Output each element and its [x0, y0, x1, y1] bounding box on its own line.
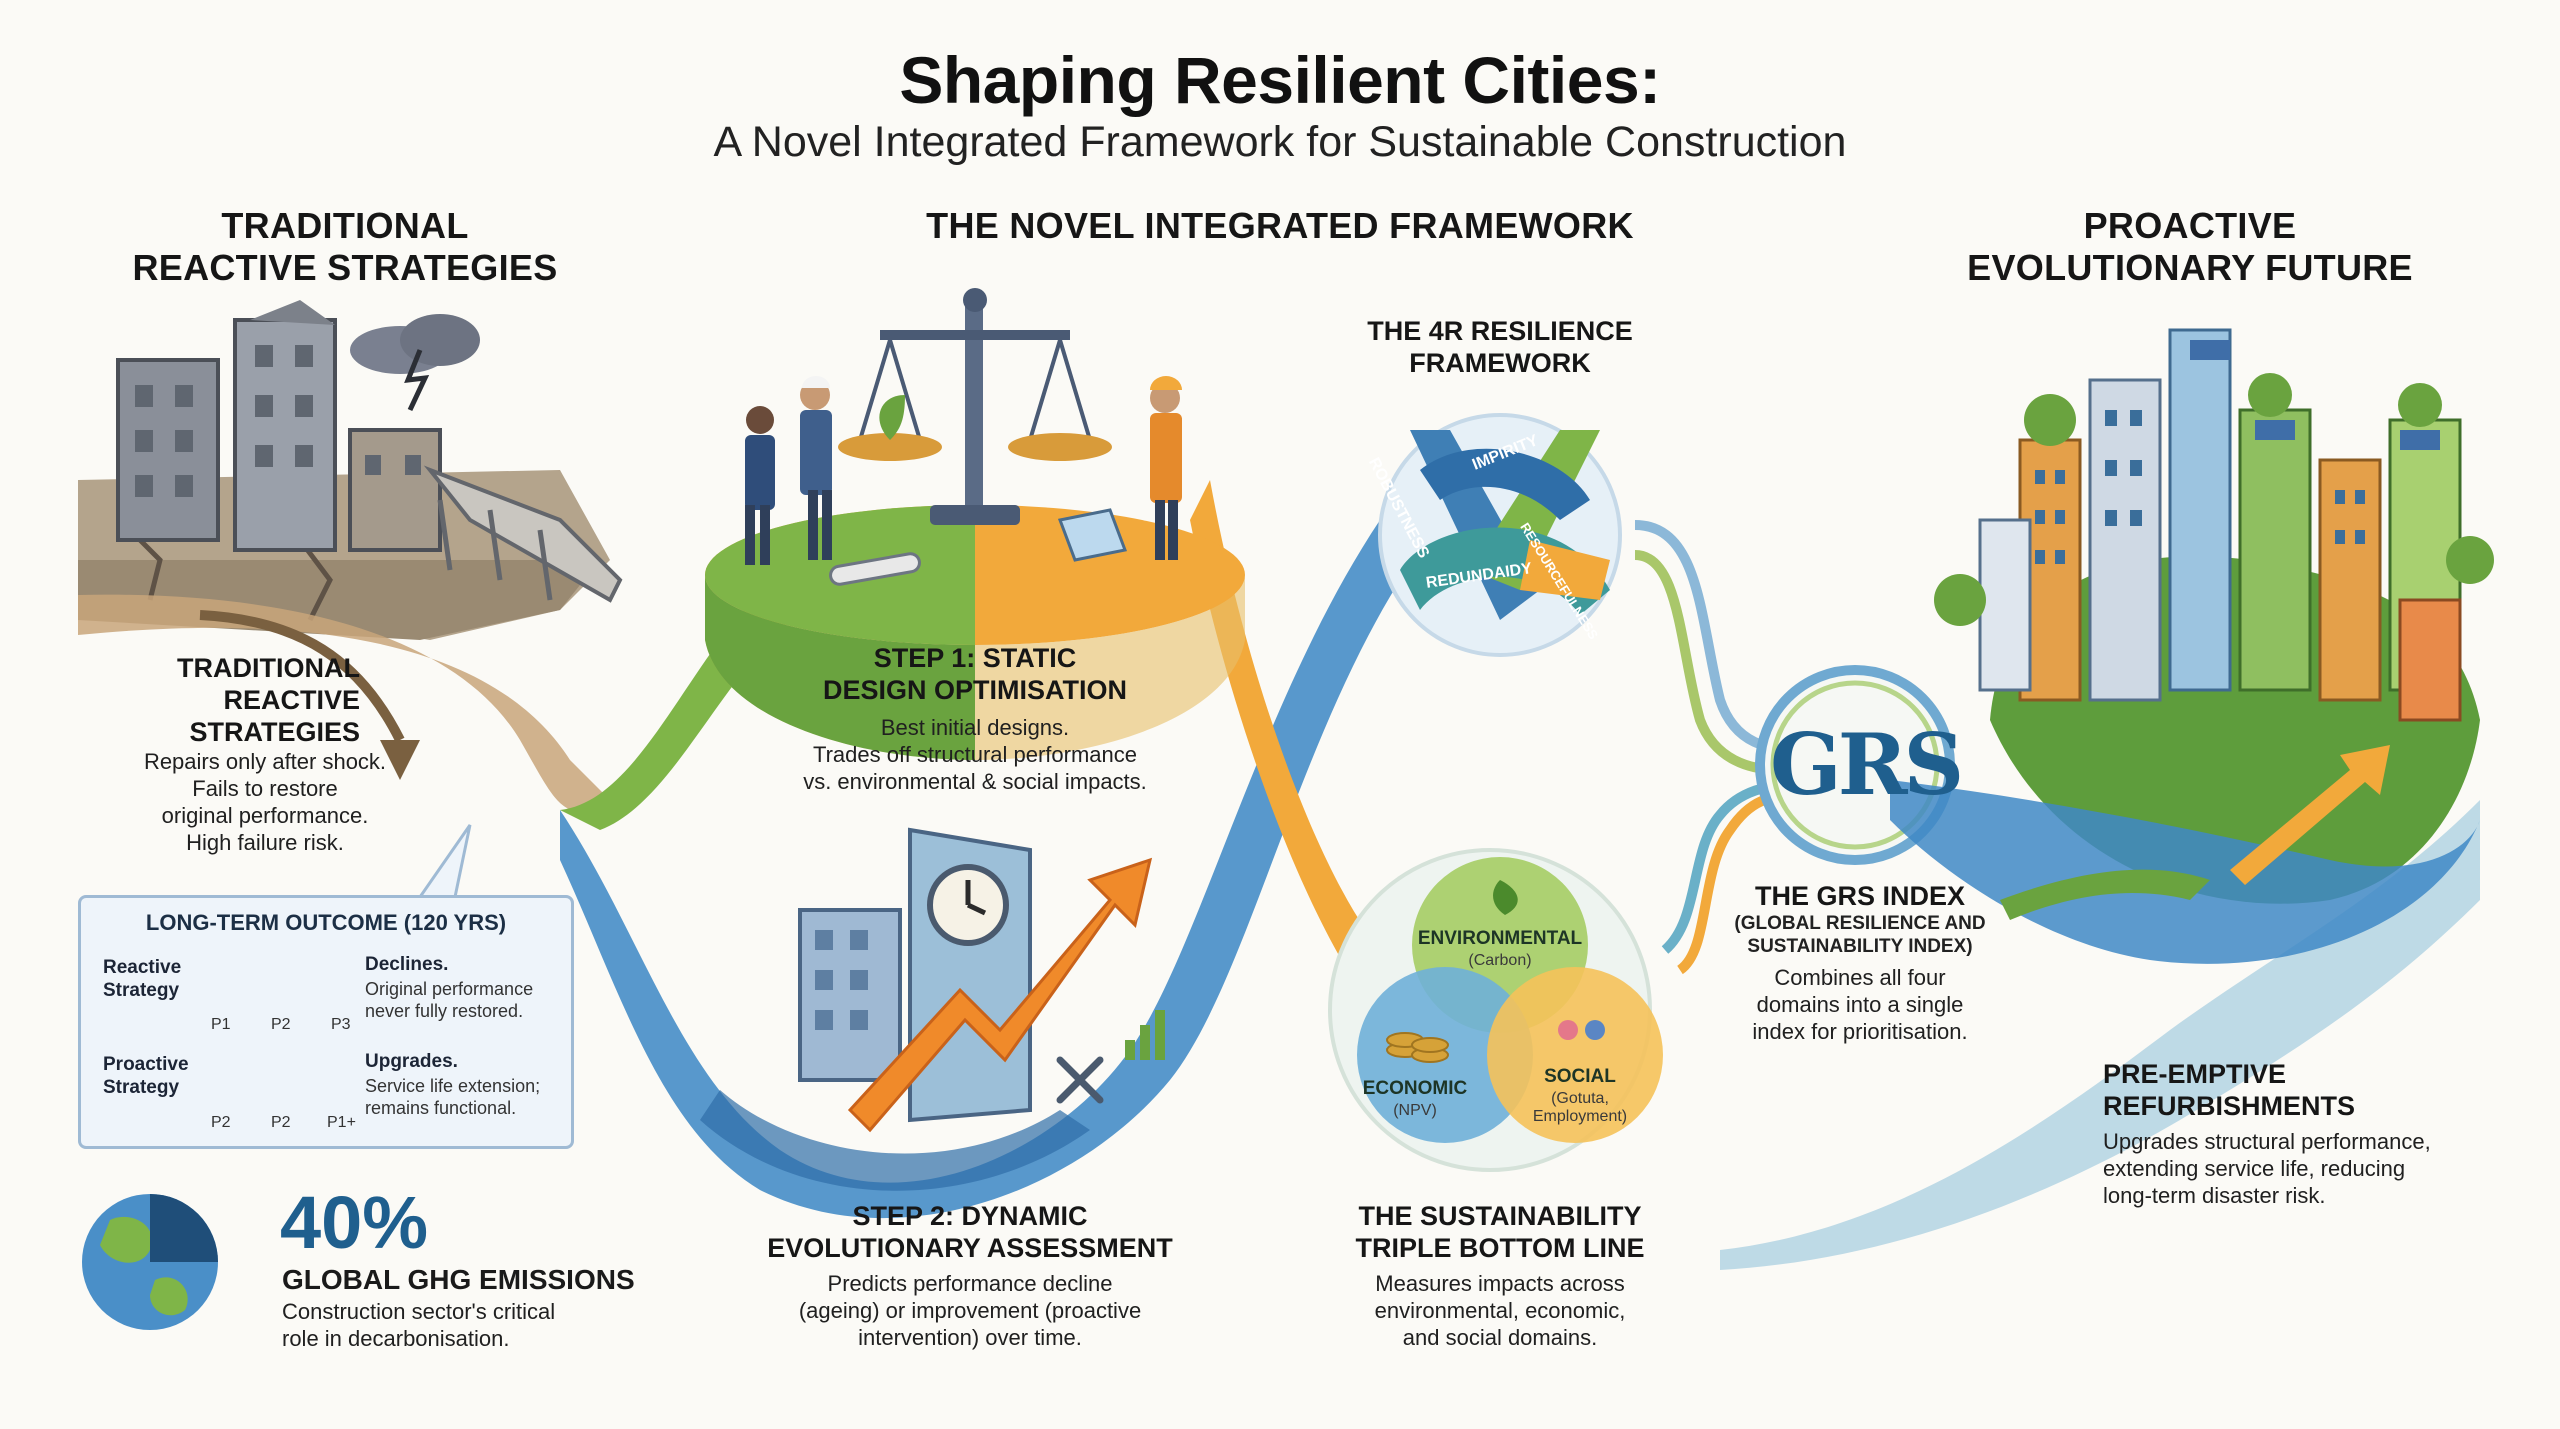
tbl-heading-2: TRIPLE BOTTOM LINE [1355, 1233, 1645, 1263]
proactive-desc-1: Service life extension; [365, 1076, 541, 1096]
preemptive-body-2: extending service life, reducing [2103, 1156, 2406, 1181]
emissions-desc-1: Construction sector's critical [282, 1299, 556, 1324]
tbl-economic-sub: (NPV) [1393, 1102, 1437, 1119]
grs-logo: GRS [1770, 715, 1964, 814]
preemptive-body-1: Upgrades structural performance, [2103, 1129, 2431, 1154]
tbl-body-2: environmental, economic, [1374, 1298, 1626, 1323]
grs-heading: THE GRS INDEX [1754, 881, 1966, 911]
tbl-social-sub: (Gotuta, Employment) [1515, 1090, 1645, 1126]
resilience-heading-1: THE 4R RESILIENCE [1367, 316, 1633, 346]
traditional-body-2: Fails to restore [192, 776, 338, 801]
reactive-tick-2: P2 [271, 1016, 291, 1033]
step1-heading-1: STEP 1: STATIC [873, 643, 1077, 673]
reactive-label-2: Strategy [103, 980, 180, 1001]
reactive-label-1: Reactive [103, 957, 182, 978]
traditional-body: Repairs only after shock. Fails to resto… [90, 748, 440, 856]
tbl-body-1: Measures impacts across [1375, 1271, 1625, 1296]
tbl-heading-1: THE SUSTAINABILITY [1358, 1201, 1642, 1231]
resilience-heading: THE 4R RESILIENCE FRAMEWORK [1330, 315, 1670, 379]
right-column-title-line-2: EVOLUTIONARY FUTURE [1967, 247, 2413, 288]
step2-body-3: intervention) over time. [858, 1325, 1082, 1350]
tbl-social-label: SOCIAL [1544, 1066, 1616, 1087]
tbl-environmental-sub: (Carbon) [1468, 952, 1532, 969]
grs-body-3: index for prioritisation. [1752, 1019, 1968, 1044]
preemptive-heading-1: PRE-EMPTIVE [2103, 1059, 2287, 1089]
grs-sub-1: (GLOBAL RESILIENCE AND [1734, 913, 1986, 934]
tbl-social-sub-1: (Gotuta, [1551, 1090, 1609, 1107]
traditional-heading-3: STRATEGIES [189, 717, 360, 747]
reactive-tick-1: P1 [211, 1016, 231, 1033]
step2-section: STEP 2: DYNAMIC EVOLUTIONARY ASSESSMENT … [740, 1200, 1200, 1351]
proactive-label-2: Strategy [103, 1077, 180, 1098]
emissions-desc: Construction sector's critical role in d… [282, 1298, 555, 1352]
tbl-economic-label: ECONOMIC [1362, 1078, 1468, 1099]
evolution-illustration [798, 827, 1165, 1133]
grs-sub-2: SUSTAINABILITY INDEX) [1747, 936, 1973, 957]
left-column-title: TRADITIONAL REACTIVE STRATEGIES [100, 205, 590, 289]
tbl-section: THE SUSTAINABILITY TRIPLE BOTTOM LINE Me… [1320, 1200, 1680, 1351]
tbl-social-sub-2: Employment) [1532, 1108, 1628, 1125]
preemptive-heading-2: REFURBISHMENTS [2103, 1091, 2356, 1121]
reactive-desc: Original performance never fully restore… [365, 978, 533, 1022]
page-title: Shaping Resilient Cities: [899, 43, 1661, 117]
step1-body-2: Trades off structural performance [812, 742, 1138, 767]
step1-heading-2: DESIGN OPTIMISATION [822, 675, 1127, 705]
grs-section: THE GRS INDEX (GLOBAL RESILIENCE AND SUS… [1710, 880, 2010, 1045]
proactive-strategy-label: Proactive Strategy [103, 1053, 189, 1099]
reactive-desc-2: never fully restored. [365, 1001, 524, 1021]
reactive-strategy-label: Reactive Strategy [103, 956, 181, 1002]
left-column-title-line-2: REACTIVE STRATEGIES [132, 247, 558, 288]
grs-body-1: Combines all four [1774, 965, 1946, 990]
preemptive-body-3: long-term disaster risk. [2103, 1183, 2326, 1208]
left-column-title-line-1: TRADITIONAL [221, 205, 469, 246]
globe-icon [82, 1194, 218, 1330]
emissions-label: GLOBAL GHG EMISSIONS [282, 1264, 635, 1295]
green-city-illustration [1720, 328, 2494, 1270]
proactive-tick-2: P2 [271, 1114, 291, 1131]
reactive-result: Declines. [365, 954, 449, 975]
middle-column-title: THE NOVEL INTEGRATED FRAMEWORK [926, 205, 1634, 246]
proactive-tick-3: P1+ [327, 1114, 356, 1131]
page-subtitle: A Novel Integrated Framework for Sustain… [713, 118, 1847, 166]
tbl-body-3: and social domains. [1402, 1325, 1598, 1350]
proactive-result: Upgrades. [365, 1051, 458, 1072]
emissions-desc-2: role in decarbonisation. [282, 1326, 510, 1351]
traditional-body-3: original performance. [161, 803, 369, 828]
traditional-section: TRADITIONAL REACTIVE STRATEGIES [90, 652, 360, 748]
traditional-heading-1: TRADITIONAL [177, 653, 360, 683]
tbl-environmental-label: ENVIRONMENTAL [1417, 928, 1583, 949]
grs-body-2: domains into a single [1756, 992, 1964, 1017]
step2-heading-1: STEP 2: DYNAMIC [852, 1201, 1088, 1231]
reactive-desc-1: Original performance [365, 979, 534, 999]
scales-platform-illustration [705, 288, 1245, 760]
outcome-title: LONG-TERM OUTCOME (120 YRS) [145, 910, 507, 935]
emissions-value: 40% [280, 1181, 429, 1264]
right-column-title-line-1: PROACTIVE [2083, 205, 2297, 246]
step2-heading-2: EVOLUTIONARY ASSESSMENT [767, 1233, 1173, 1263]
step2-body-2: (ageing) or improvement (proactive [798, 1298, 1142, 1323]
step1-body-3: vs. environmental & social impacts. [803, 769, 1147, 794]
tbl-venn-illustration [1328, 848, 1663, 1172]
proactive-tick-1: P2 [211, 1114, 231, 1131]
step1-section: STEP 1: STATIC DESIGN OPTIMISATION Best … [760, 642, 1190, 795]
proactive-label-1: Proactive [103, 1054, 189, 1075]
traditional-body-1: Repairs only after shock. [143, 749, 387, 774]
ruined-city-illustration [78, 300, 623, 640]
proactive-desc-2: remains functional. [365, 1098, 517, 1118]
traditional-body-4: High failure risk. [186, 830, 344, 855]
right-column-title: PROACTIVE EVOLUTIONARY FUTURE [1940, 205, 2440, 289]
step1-body-1: Best initial designs. [880, 715, 1070, 740]
step2-body-1: Predicts performance decline [827, 1271, 1113, 1296]
four-r-illustration [1378, 413, 1622, 657]
proactive-desc: Service life extension; remains function… [365, 1075, 540, 1119]
long-term-outcome-panel: LONG-TERM OUTCOME (120 YRS) Reactive Str… [78, 895, 574, 1149]
reactive-tick-3: P3 [331, 1016, 351, 1033]
resilience-heading-2: FRAMEWORK [1409, 348, 1591, 378]
traditional-heading-2: REACTIVE [223, 685, 360, 715]
preemptive-section: PRE-EMPTIVE REFURBISHMENTS Upgrades stru… [2103, 1058, 2503, 1209]
decline-arrow-icon [199, 610, 420, 780]
